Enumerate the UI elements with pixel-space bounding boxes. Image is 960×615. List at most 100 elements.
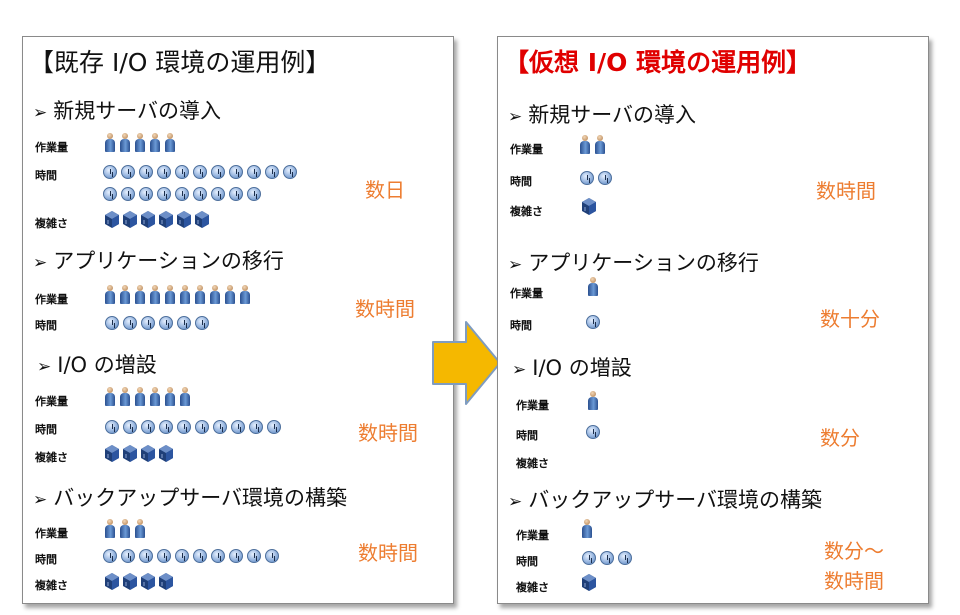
clock-icon xyxy=(213,420,227,434)
clock-icon xyxy=(195,420,209,434)
person-icon xyxy=(120,387,130,406)
section-heading: ➢アプリケーションの移行 xyxy=(508,247,759,277)
work-label: 作業量 xyxy=(516,529,549,542)
server-cube-icon xyxy=(159,445,173,462)
person-icon xyxy=(135,133,145,152)
complexity-label: 複雑さ xyxy=(516,581,549,594)
person-icon xyxy=(165,285,175,304)
work-label: 作業量 xyxy=(35,293,68,306)
person-icon xyxy=(105,519,115,538)
person-icon xyxy=(105,133,115,152)
person-icon xyxy=(588,391,598,410)
clock-icon xyxy=(229,187,243,201)
clock-icon xyxy=(141,420,155,434)
work-icons xyxy=(105,519,148,538)
clock-icon xyxy=(103,165,117,179)
work-icons xyxy=(105,133,178,152)
clock-icon xyxy=(193,549,207,563)
clock-icon xyxy=(175,165,189,179)
person-icon xyxy=(165,133,175,152)
arrowhead-bullet-icon: ➢ xyxy=(508,492,523,512)
person-icon xyxy=(135,285,145,304)
clock-icon xyxy=(175,549,189,563)
clock-icon xyxy=(193,165,207,179)
person-icon xyxy=(595,135,605,154)
work-icons xyxy=(105,285,253,304)
work-label: 作業量 xyxy=(510,287,543,300)
clock-icon xyxy=(123,316,137,330)
result-text: 数時間 xyxy=(355,297,415,321)
clock-icon xyxy=(159,420,173,434)
clock-icon xyxy=(157,549,171,563)
server-cube-icon xyxy=(123,445,137,462)
arrowhead-bullet-icon: ➢ xyxy=(512,360,527,380)
work-label: 作業量 xyxy=(516,399,549,412)
clock-icon xyxy=(582,551,596,565)
clock-icon xyxy=(121,549,135,563)
person-icon xyxy=(210,285,220,304)
clock-icon xyxy=(139,187,153,201)
person-icon xyxy=(588,277,598,296)
server-cube-icon xyxy=(141,573,155,590)
complexity-icons xyxy=(105,211,211,228)
clock-icon xyxy=(618,551,632,565)
work-icons xyxy=(105,387,193,406)
server-cube-icon xyxy=(159,211,173,228)
clock-icon xyxy=(249,420,263,434)
person-icon xyxy=(165,387,175,406)
person-icon xyxy=(105,387,115,406)
complexity-icons xyxy=(105,445,175,462)
clock-icon xyxy=(139,165,153,179)
existing-io-panel: 【既存 I/O 環境の運用例】 ➢新規サーバの導入 作業量 時間 複雑さ 数日 … xyxy=(22,36,454,604)
section-heading: ➢I/O の増設 xyxy=(512,352,632,382)
clock-icon xyxy=(193,187,207,201)
clock-icon xyxy=(247,187,261,201)
clock-icon xyxy=(211,187,225,201)
time-label: 時間 xyxy=(35,423,57,436)
server-cube-icon xyxy=(582,198,596,215)
section-heading-text: バックアップサーバ環境の構築 xyxy=(53,486,348,510)
arrowhead-bullet-icon: ➢ xyxy=(508,107,523,127)
clock-icon xyxy=(265,165,279,179)
time-icons xyxy=(586,315,602,329)
work-icons xyxy=(588,277,601,296)
person-icon xyxy=(195,285,205,304)
section-heading-text: 新規サーバの導入 xyxy=(53,99,222,123)
result-text: 数日 xyxy=(365,178,405,202)
result-text-line2: 数時間 xyxy=(824,569,884,593)
work-label: 作業量 xyxy=(510,143,543,156)
clock-icon xyxy=(229,165,243,179)
clock-icon xyxy=(231,420,245,434)
server-cube-icon xyxy=(582,574,596,591)
clock-icon xyxy=(157,165,171,179)
clock-icon xyxy=(121,187,135,201)
person-icon xyxy=(150,285,160,304)
result-text: 数分 xyxy=(820,426,860,450)
person-icon xyxy=(135,519,145,538)
clock-icon xyxy=(103,187,117,201)
result-text: 数時間 xyxy=(358,541,418,565)
clock-icon xyxy=(141,316,155,330)
section-heading-text: I/O の増設 xyxy=(532,356,632,380)
section-heading-text: バックアップサーバ環境の構築 xyxy=(528,488,823,512)
server-cube-icon xyxy=(105,445,119,462)
work-label: 作業量 xyxy=(35,527,68,540)
person-icon xyxy=(582,519,592,538)
clock-icon xyxy=(103,549,117,563)
person-icon xyxy=(105,285,115,304)
arrowhead-bullet-icon: ➢ xyxy=(33,103,48,123)
server-cube-icon xyxy=(123,573,137,590)
complexity-icons xyxy=(582,574,598,591)
server-cube-icon xyxy=(105,573,119,590)
section-heading: ➢アプリケーションの移行 xyxy=(33,245,284,275)
complexity-label: 複雑さ xyxy=(510,205,543,218)
arrowhead-bullet-icon: ➢ xyxy=(33,490,48,510)
time-icons xyxy=(103,549,281,563)
panel-title: 【仮想 I/O 環境の運用例】 xyxy=(504,48,812,77)
person-icon xyxy=(580,135,590,154)
time-icons xyxy=(103,165,303,201)
complexity-label: 複雑さ xyxy=(516,457,549,470)
server-cube-icon xyxy=(177,211,191,228)
time-label: 時間 xyxy=(510,175,532,188)
result-text: 数時間 xyxy=(358,421,418,445)
